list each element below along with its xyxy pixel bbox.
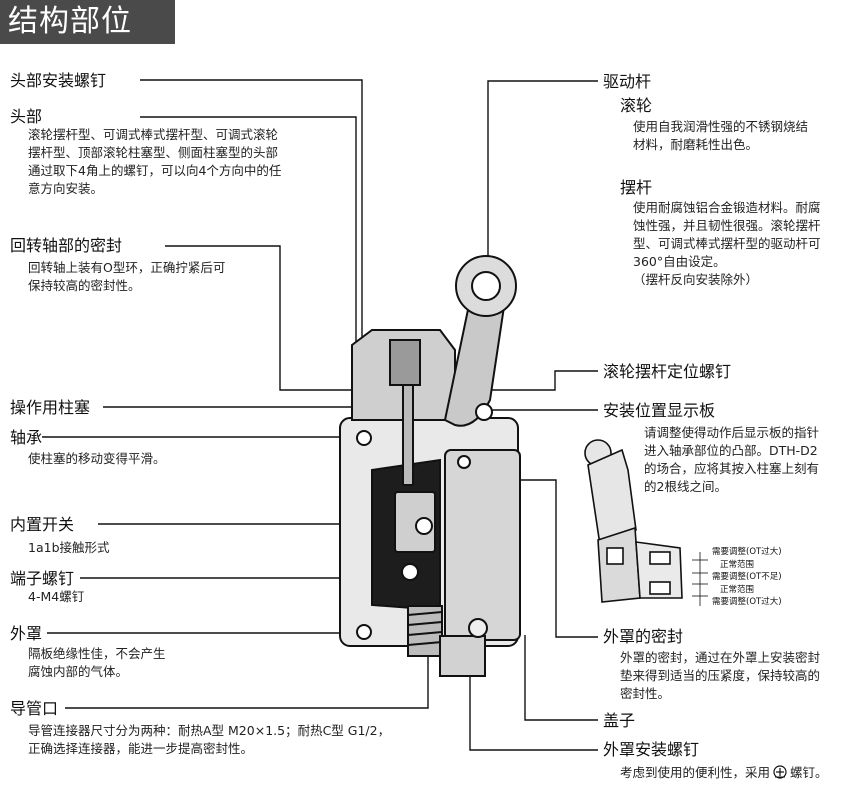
roller-title: 滚轮 — [620, 96, 653, 115]
cover-desc: 隔板绝缘性佳，不会产生 腐蚀内部的气体。 — [28, 646, 166, 679]
lever-title: 摆杆 — [620, 178, 653, 197]
cover-screw-desc: 考虑到使用的便利性，采用 螺钉。 — [620, 764, 828, 782]
shaft-seal-desc: 回转轴上装有O型环，正确拧紧后可 保持较高的密封性。 — [28, 260, 226, 293]
actuator-title: 驱动杆 — [603, 72, 652, 91]
position-plate-title: 安装位置显示板 — [603, 401, 716, 420]
shaft-seal-title: 回转轴部的密封 — [10, 236, 123, 255]
position-plate-desc: 请调整使得动作后显示板的指针 进入轴承部位的凸部。DTH-D2 的场合，应将其按… — [644, 425, 820, 494]
conduit-desc: 导管连接器尺寸分为两种：耐热A型 M20×1.5；耐热C型 G1/2， 正确选择… — [28, 723, 391, 756]
inset-scale-4: 正常范围 — [720, 585, 755, 595]
head-screw-title: 头部安装螺钉 — [10, 71, 107, 90]
head-title: 头部 — [10, 107, 43, 126]
cover-screw-desc-text: 考虑到使用的便利性，采用 — [620, 765, 771, 780]
lever-desc: 使用耐腐蚀铝合金锻造材料。耐腐 蚀性强，并且韧性很强。滚轮摆杆 型、可调式棒式摆… — [633, 200, 821, 287]
switch-body — [339, 255, 521, 677]
cover-screw-title: 外罩安装螺钉 — [603, 740, 700, 759]
cap-title: 盖子 — [603, 711, 636, 730]
phillips-screw-icon — [773, 765, 787, 779]
conduit-title: 导管口 — [10, 699, 59, 718]
inset-scale-lines — [692, 552, 708, 606]
position-plate-inset — [584, 439, 683, 603]
terminal-screw-title: 端子螺钉 — [10, 569, 75, 588]
inset-scale-3: 需要调整(OT不足) — [712, 572, 782, 582]
bearing-desc: 使柱塞的移动变得平滑。 — [28, 451, 166, 466]
terminal-screw-desc: 4-M4螺钉 — [28, 589, 85, 604]
head-desc: 滚轮摆杆型、可调式棒式摆杆型、可调式滚轮 摆杆型、顶部滚轮柱塞型、侧面柱塞型的头… — [28, 127, 282, 196]
inset-scale-2: 正常范围 — [720, 560, 755, 570]
builtin-switch-title: 内置开关 — [10, 515, 75, 534]
cover-screw-desc-end: 螺钉。 — [790, 765, 828, 780]
section-title: 结构部位 — [8, 4, 132, 39]
cover-seal-title: 外罩的密封 — [603, 627, 684, 646]
builtin-switch-desc: 1a1b接触形式 — [28, 540, 110, 555]
bearing-title: 轴承 — [10, 428, 43, 447]
cover-seal-desc: 外罩的密封，通过在外罩上安装密封 垫来得到适当的压紧度，保持较高的 密封性。 — [620, 650, 821, 701]
plunger-title: 操作用柱塞 — [10, 398, 91, 417]
inset-scale-1: 需要调整(OT过大) — [712, 547, 782, 557]
roller-desc: 使用自我润滑性强的不锈钢烧结 材料，耐磨耗性出色。 — [633, 119, 809, 152]
inset-scale-5: 需要调整(OT过大) — [712, 597, 782, 607]
section-header: 结构部位 — [0, 0, 175, 44]
lever-screw-title: 滚轮摆杆定位螺钉 — [603, 362, 732, 381]
cover-title: 外罩 — [10, 624, 43, 643]
